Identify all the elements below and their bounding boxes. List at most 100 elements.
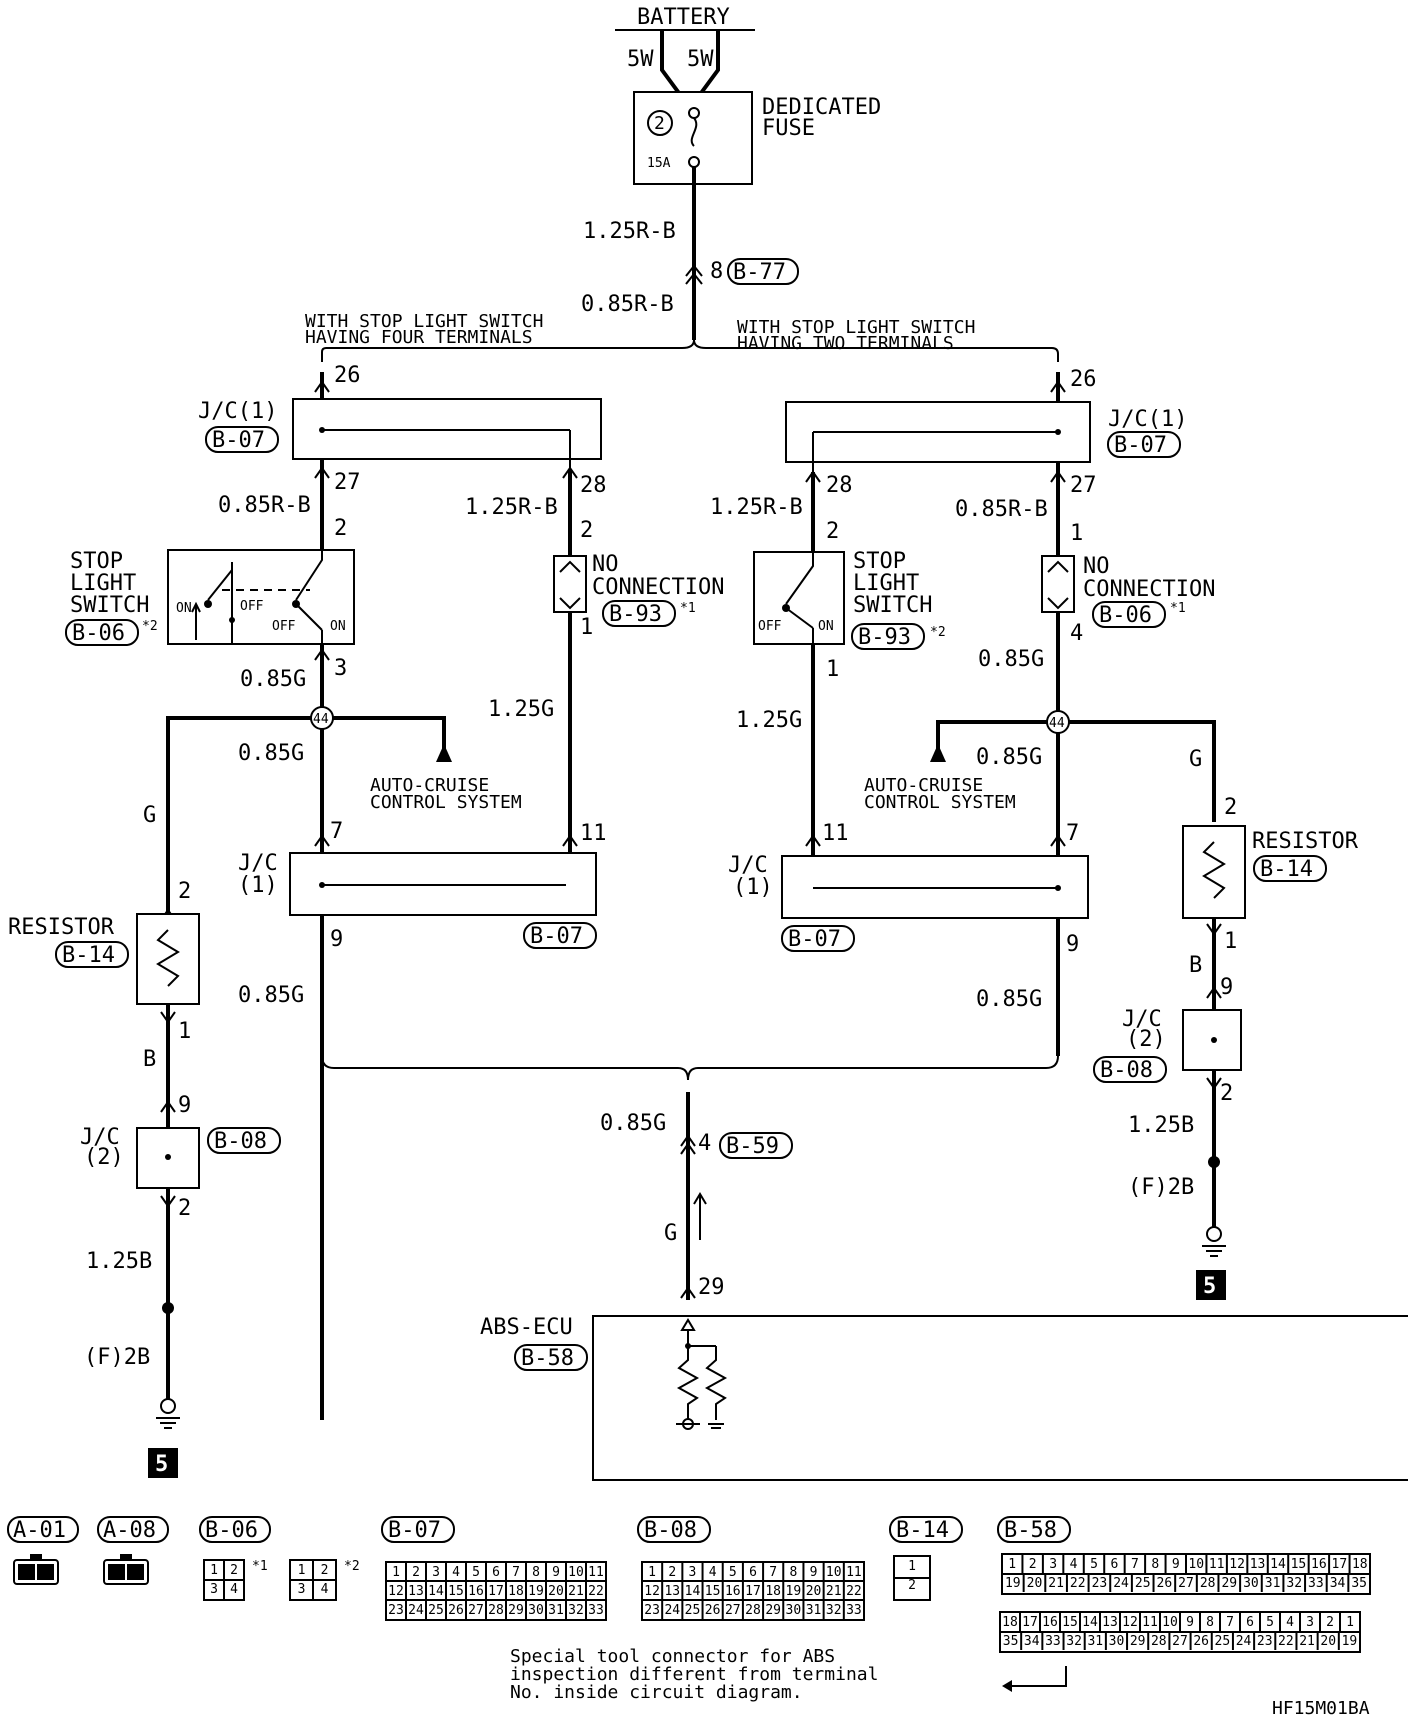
left-wire-b2: B (143, 1047, 156, 1072)
right-pin-28: 28 (826, 473, 853, 498)
left-sw-label-3: SWITCH (70, 593, 149, 618)
left-jcb-pin-9: 9 (178, 1093, 191, 1118)
right-wire-g1: 0.85G (976, 745, 1042, 770)
right-jcb-label-b: (2) (1126, 1027, 1166, 1052)
left-res-pin-2: 2 (178, 879, 191, 904)
pin-number: 33 (1045, 1634, 1061, 1649)
pin-number: 12 (1229, 1557, 1245, 1572)
right-junction-num: 44 (1049, 716, 1065, 731)
left-pin-9: 9 (330, 927, 343, 952)
right-jcb-pin-9: 9 (1220, 975, 1233, 1000)
pin-number: 14 (1082, 1615, 1098, 1630)
right-pin-9: 9 (1066, 932, 1079, 957)
pin-number: 14 (685, 1584, 701, 1599)
left-nc-pin-1: 1 (580, 615, 593, 640)
right-pin-26: 26 (1070, 367, 1097, 392)
pin-number: 19 (1005, 1576, 1021, 1591)
pin-number: 26 (1157, 1576, 1173, 1591)
pin-number: 35 (1351, 1576, 1367, 1591)
fuse-rating: 15A (647, 156, 671, 171)
left-stop-light-switch: ON OFF OFF ON STOP LIGHT SWITCH B-06 *2 (65, 549, 355, 646)
pin-number: 5 (472, 1565, 480, 1580)
left-wire-out: 0.85G (238, 983, 304, 1008)
pin-number: 30 (528, 1603, 544, 1618)
legend-note-1: *1 (252, 1559, 268, 1574)
left-pin-11: 11 (580, 821, 607, 846)
pin-number: 33 (846, 1603, 862, 1618)
ecu-label: ABS-ECU (480, 1315, 573, 1340)
pin-number: 3 (298, 1582, 306, 1597)
legend-b08: B-08 (644, 1518, 697, 1543)
pin-number: 11 (846, 1565, 862, 1580)
pin-number: 24 (1236, 1634, 1252, 1649)
dedicated-fuse: 2 15A DEDICATED FUSE (633, 91, 881, 185)
left-sw-note: *2 (142, 619, 158, 634)
pin-number: 16 (725, 1584, 741, 1599)
left-jc2: J/C (2) B-08 (80, 1125, 281, 1189)
pin-number: 33 (1308, 1576, 1324, 1591)
left-jcb-pin-2: 2 (178, 1196, 191, 1221)
pin-number: 10 (1162, 1615, 1178, 1630)
pin-number: 4 (1070, 1557, 1078, 1572)
left-sw-conn: B-06 (72, 621, 125, 646)
right-nc-label-1: NO (1083, 554, 1110, 579)
pin-number: 3 (1049, 1557, 1057, 1572)
right-sw-on: ON (818, 619, 834, 634)
pin-number: 17 (488, 1584, 504, 1599)
pin-number: 10 (568, 1565, 584, 1580)
pin-number: 25 (685, 1603, 701, 1618)
pin-number: 30 (1243, 1576, 1259, 1591)
left-no-connection: NO CONNECTION B-93 *1 (553, 552, 724, 627)
pin-number: 13 (1250, 1557, 1266, 1572)
right-wire-g2: G (1189, 747, 1202, 772)
right-jc1-label: J/C(1) (1108, 407, 1187, 432)
left-wire-nc-out: 1.25G (488, 697, 554, 722)
left-acc-2: CONTROL SYSTEM (370, 792, 522, 813)
legend-b14: B-14 (896, 1518, 949, 1543)
pin-number: 32 (568, 1603, 584, 1618)
pin-number: 23 (644, 1603, 660, 1618)
left-branch: 26 J/C(1) B-07 27 28 0.85R-B 1.25R-B 2 2 (8, 363, 724, 1478)
right-sw-pin-1: 1 (826, 657, 839, 682)
battery-label: BATTERY (637, 5, 730, 30)
pin-number: 1 (298, 1563, 306, 1578)
pin-number: 21 (826, 1584, 842, 1599)
footnote-line-1: Special tool connector for ABS (510, 1646, 835, 1667)
pin-number: 1 (1008, 1557, 1016, 1572)
right-nc-pin-1: 1 (1070, 521, 1083, 546)
right-sw-label-1: STOP (853, 549, 906, 574)
left-jcb-label-b: (2) (84, 1145, 124, 1170)
left-pin-27: 27 (334, 470, 361, 495)
fusible-left-label: 5W (627, 47, 654, 72)
pin-number: 4 (230, 1582, 238, 1597)
pin-number: 22 (846, 1584, 862, 1599)
right-jc2: J/C (2) B-08 (1093, 1007, 1242, 1083)
pin-number: 17 (1022, 1615, 1038, 1630)
pin-number: 6 (492, 1565, 500, 1580)
pin-number: 3 (1306, 1615, 1314, 1630)
pin-number: 12 (644, 1584, 660, 1599)
pin-number: 27 (1172, 1634, 1188, 1649)
right-sw-pin-2: 2 (826, 519, 839, 544)
pin-number: 26 (705, 1603, 721, 1618)
pin-number: 3 (210, 1582, 218, 1597)
right-acc-2: CONTROL SYSTEM (864, 792, 1016, 813)
left-wire-b: 1.25R-B (465, 495, 558, 520)
abs-ecu: ABS-ECU B-58 (480, 1315, 1408, 1481)
pin-number: 29 (508, 1603, 524, 1618)
pin-number: 31 (1265, 1576, 1281, 1591)
ecu-pin: 29 (698, 1275, 725, 1300)
right-stop-light-switch: OFF ON STOP LIGHT SWITCH B-93 *2 (753, 549, 946, 650)
trunk-connector: B-77 (733, 260, 786, 285)
pin-number: 23 (1257, 1634, 1273, 1649)
left-jc1-bottom: J/C (1) B-07 (238, 851, 597, 949)
left-ground-ref: 5 (155, 1452, 168, 1477)
left-nc-label-2: CONNECTION (592, 575, 724, 600)
merge-section: 0.85G 4 B-59 G 29 (321, 1055, 1059, 1300)
pin-number: 3 (432, 1565, 440, 1580)
pin-number: 7 (769, 1565, 777, 1580)
